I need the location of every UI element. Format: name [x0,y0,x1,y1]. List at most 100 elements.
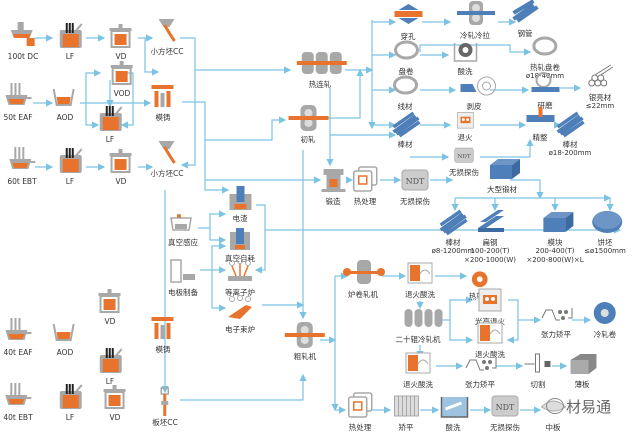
flow-arrow [180,373,307,401]
node-label: 研磨 [537,101,553,110]
arc-furnace-icon [6,147,38,175]
node-spec: 100-200(T) [470,247,510,255]
ingot-mold-icon [147,83,179,111]
node-label: 钢管 [517,29,533,38]
node-label: 二十辊冷轧机 [395,335,441,344]
wechat-icon [546,398,564,414]
process-node: 60t EBT [7,147,37,186]
coil-ring-icon [390,37,422,65]
node-label: 粗轧机 [293,352,317,361]
grinding-icon [529,71,561,99]
svg-text:NDT: NDT [406,177,425,186]
forging-press-icon [317,167,349,195]
flow-arrow [209,228,227,244]
esr-furnace-icon [224,184,256,212]
plasma-furnace-icon [224,258,256,286]
peeling-icon [458,72,496,100]
node-label: 40t EBT [3,413,33,422]
node-label: 中板 [545,423,561,432]
tubes-icon [509,0,541,27]
ladle-furnace-icon [54,22,86,50]
flow-arrow [85,69,102,103]
node-label: VD [115,52,127,61]
flow-arrow [506,299,519,344]
node-label: 薄板 [574,380,590,389]
node-label: 真空感应 [168,238,198,247]
annealing-icon [454,111,477,131]
process-node: 大型锻材 [487,159,520,194]
node-label: 退火酸洗 [403,380,433,389]
pickling-tank-icon [437,393,469,421]
process-node: 退火酸洗 [403,352,433,389]
steckel-mill-icon [343,260,385,288]
process-node: 40t EBT [3,383,33,422]
disc-icon [589,208,622,236]
process-node: 40t EAF [3,318,33,357]
node-label: 张力矫平 [541,330,571,339]
process-node: 饼坯≤ø1500mm [584,211,626,256]
node-label: 小方坯CC [150,169,184,178]
node-spec: ø18-200mm [548,149,592,157]
twenty-high-mill-icon [402,305,442,333]
node-label: 冷轧冷拉 [460,31,490,40]
ndt-box-icon: NDT [489,393,521,421]
slab-caster-icon [149,387,181,416]
process-node: LF [100,106,123,144]
process-node: VD [110,149,132,186]
node-label: 银亮材 [588,93,612,102]
node-label: 酸洗 [457,67,473,76]
vacuum-vessel-icon [105,147,137,175]
process-node: 线材 [392,75,418,111]
vacuum-vessel-icon [105,22,137,50]
watermark: 材易通 [566,398,612,416]
flow-arrow [211,270,227,312]
continuous-mill-icon [297,50,347,78]
node-label: 冷轧卷 [593,330,617,339]
node-label: 模铸 [155,113,171,122]
node-label: 40t EAF [3,348,33,357]
svg-text:NDT: NDT [496,403,515,412]
process-node: 锻造 [321,169,345,206]
process-node: 研磨 [531,72,559,110]
node-label: 热轧盘卷 [529,63,560,72]
bars-icon [554,110,586,138]
process-node: 热处理 [348,392,373,432]
process-node: AOD [53,323,75,357]
process-node: 酸洗 [440,397,468,432]
process-node: 穿孔 [394,4,422,41]
node-label: 棒材 [445,238,461,247]
process-node: 银亮材≤22mm [586,64,614,111]
process-node: 钢管 [511,0,539,38]
process-node: 光亮退火 [475,288,505,326]
sheet-icon [566,350,598,378]
annealing-icon [474,287,506,315]
process-node: 电渣 [229,186,251,223]
cold-coil-icon [589,300,621,328]
vacuum-vessel-icon [99,383,131,411]
ladle-furnace-icon [54,147,86,175]
rolling-mill-icon [288,105,328,133]
process-node: 炉卷轧机 [343,260,385,299]
node-label: 50t EAF [3,113,33,122]
process-node: 张力矫平 [541,308,573,339]
process-node: 中板 [540,400,566,432]
node-label: 盘卷 [398,67,414,76]
vacuum-vessel-icon [94,287,126,315]
node-label: 矫平 [398,423,414,432]
process-node: 二十辊冷轧机 [395,309,442,344]
node-label: LF [65,177,75,186]
bars-icon [437,208,469,236]
node-label: 线材 [397,102,413,111]
node-label: 模铸 [155,345,171,354]
process-node: 粗轧机 [285,322,325,361]
flow-arrow [200,242,227,271]
process-node: 盘卷 [393,40,419,76]
flow-arrow [254,204,266,274]
